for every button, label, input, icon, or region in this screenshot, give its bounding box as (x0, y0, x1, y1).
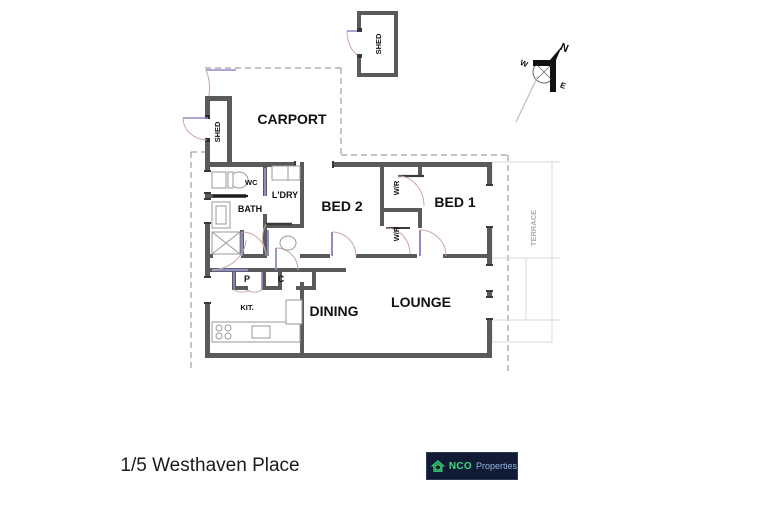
room-label-pantry: P (244, 274, 250, 284)
laundry-tub-icon (271, 165, 289, 181)
compass-label-north: N (558, 41, 570, 55)
internal-doorways (213, 176, 443, 260)
hall-basin-icon (279, 235, 297, 251)
shed-left (182, 96, 232, 162)
room-label-shed-top: SHED (374, 33, 383, 54)
room-label-bath: BATH (238, 204, 262, 214)
page-title: 1/5 Westhaven Place (120, 455, 300, 476)
house-icon (431, 459, 445, 472)
sink-icon (251, 325, 271, 339)
room-label-lounge: LOUNGE (391, 294, 451, 310)
room-label-cupboard: C (278, 274, 285, 284)
room-label-wr-upper: W/R (392, 180, 401, 195)
house-outer-walls (205, 162, 492, 358)
room-label-carport: CARPORT (257, 111, 327, 127)
door-symbols (211, 168, 447, 293)
compass-rose: N W E (515, 41, 570, 123)
brand-logo: NCO Properties (426, 452, 518, 480)
room-label-bed2: BED 2 (321, 198, 362, 214)
room-label-kitchen: KIT. (240, 303, 253, 312)
compass-label-west: W (519, 58, 530, 69)
room-label-laundry: L'DRY (272, 190, 298, 200)
bathroom-fixtures (211, 165, 301, 255)
room-label-terrace: TERRACE (529, 210, 538, 246)
compass-label-east: E (559, 81, 568, 92)
room-label-shed-left: SHED (213, 121, 222, 142)
window-openings (204, 161, 493, 320)
terrace-outline (491, 161, 560, 343)
logo-suffix-text: Properties (475, 461, 517, 471)
shed-top (346, 11, 398, 77)
kitchen-fixtures (211, 299, 303, 343)
logo-brand-text: NCO (448, 460, 472, 472)
boundary-dashed-lines (190, 67, 509, 372)
room-label-dining: DINING (310, 303, 359, 319)
basin-icon (211, 171, 227, 189)
room-label-wr-lower: W/R (392, 226, 401, 241)
room-label-bed1: BED 1 (434, 194, 475, 210)
room-label-wc: WC (245, 178, 258, 187)
